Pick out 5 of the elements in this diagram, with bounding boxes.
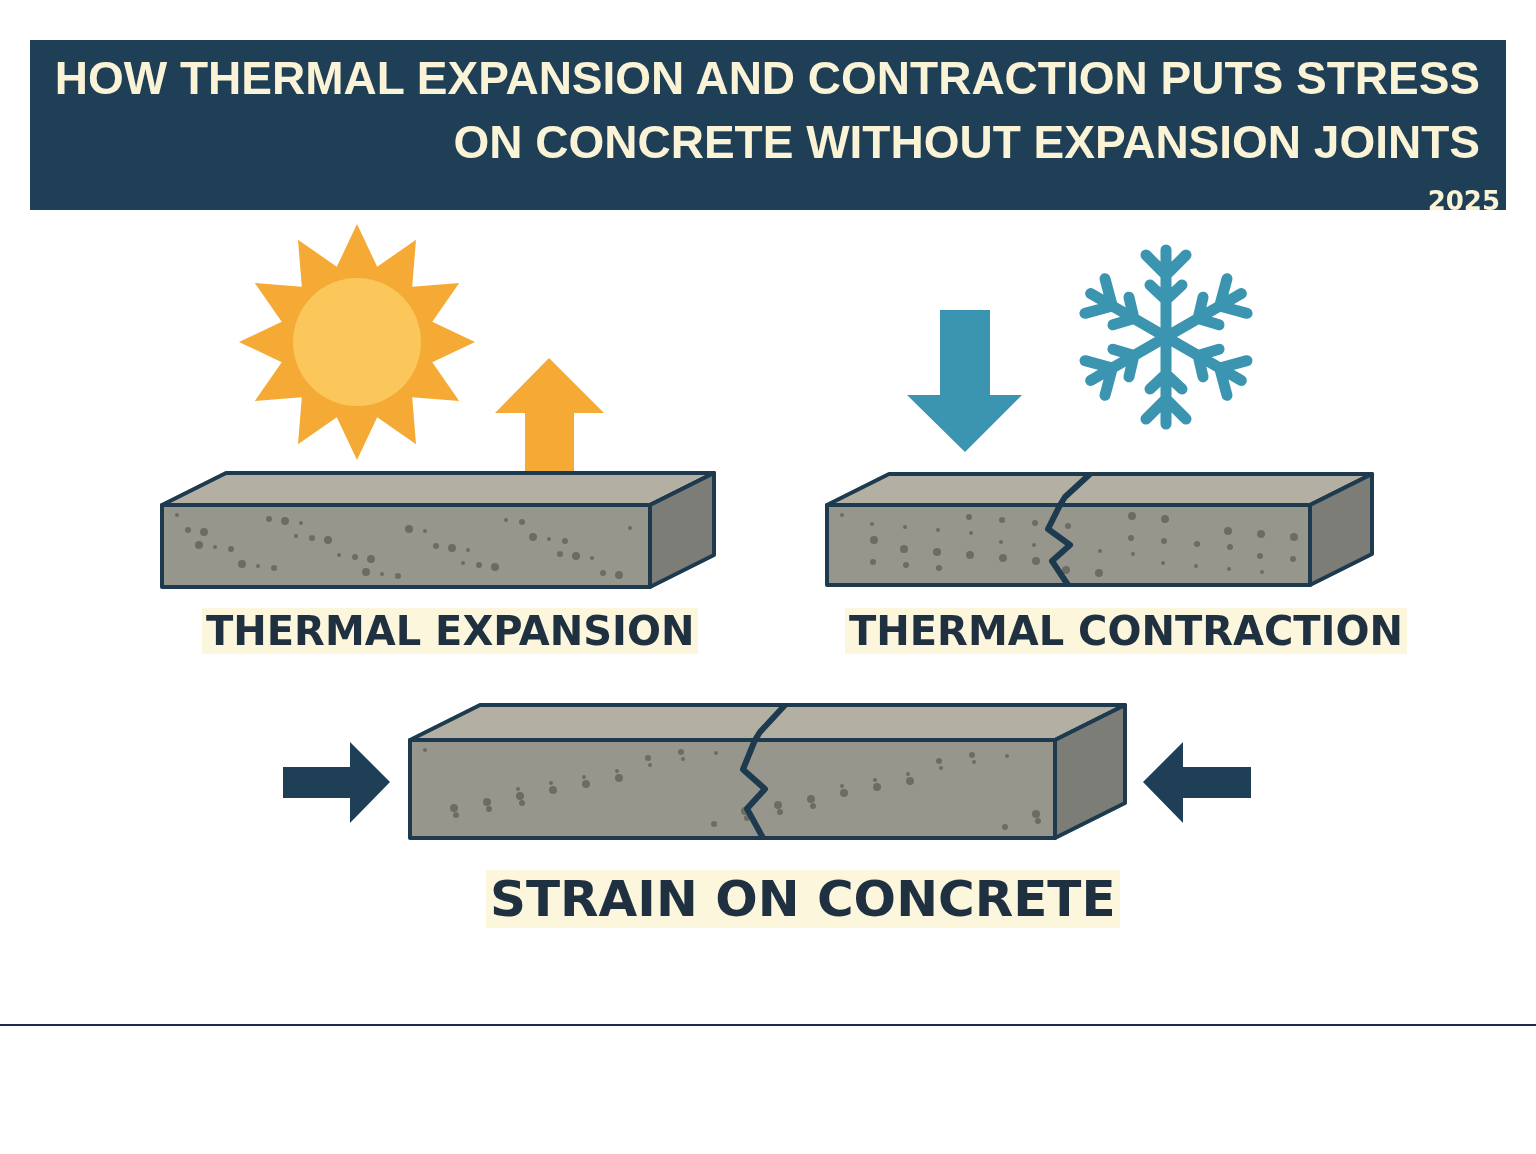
caption: THERMAL CONTRACTION — [845, 608, 1407, 654]
year-label: 2025 — [1427, 186, 1500, 216]
caption: STRAIN ON CONCRETE — [486, 870, 1120, 928]
caption: THERMAL EXPANSION — [202, 608, 699, 654]
title: HOW THERMAL EXPANSION AND CONTRACTION PUTS STRESS ON CONCRETE WITHOUT EXPANSION JOINTS — [53, 51, 1480, 170]
